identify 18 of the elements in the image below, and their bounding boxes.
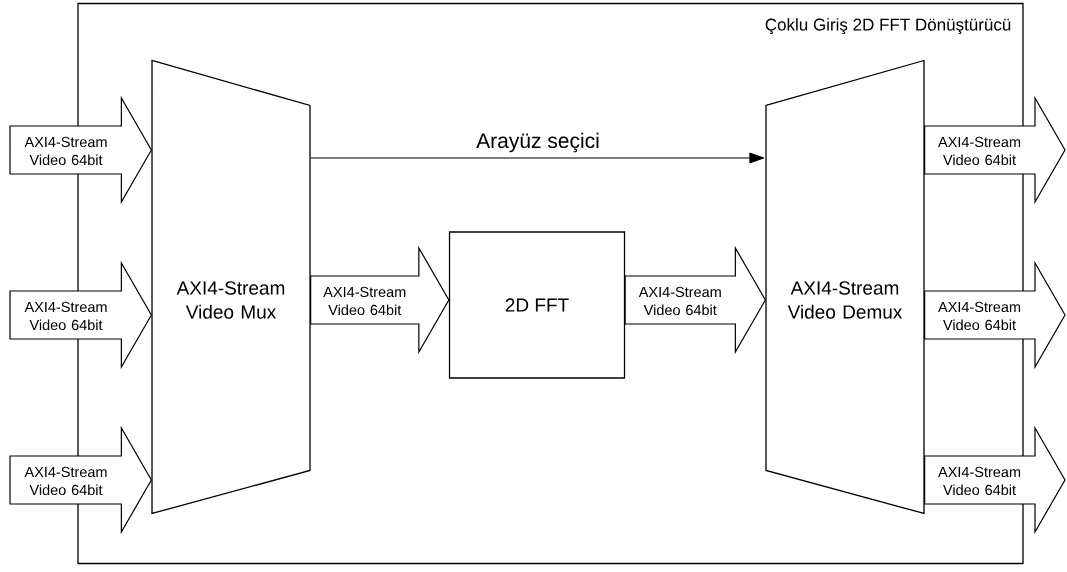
edge-label: Arayüz seçici <box>476 132 599 153</box>
multiplexer-trapezoid: AXI4-Stream Video Mux <box>151 59 311 515</box>
block-arrow <box>9 425 153 535</box>
arrow-label: AXI4-Stream Video 64bit <box>638 286 721 316</box>
arrow-label: AXI4-Stream Video 64bit <box>938 136 1021 166</box>
block-arrow <box>924 425 1066 535</box>
process-box: 2D FFT <box>448 231 626 379</box>
block-arrow <box>310 245 450 355</box>
arrow <box>310 152 765 164</box>
block-arrow <box>624 245 767 355</box>
block-arrow <box>924 260 1066 370</box>
demultiplexer-trapezoid: AXI4-Stream Video Demux <box>765 59 925 515</box>
arrow-label: AXI4-Stream Video 64bit <box>938 466 1021 496</box>
block-arrow <box>924 95 1066 205</box>
arrow-label: AXI4-Stream Video 64bit <box>938 301 1021 331</box>
arrow-label: AXI4-Stream Video 64bit <box>323 286 406 316</box>
block-arrow <box>9 95 153 205</box>
block-arrow <box>9 260 153 370</box>
